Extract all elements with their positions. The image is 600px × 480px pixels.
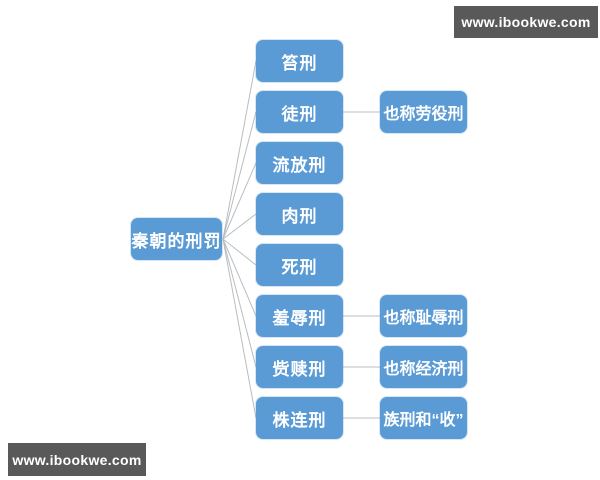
connector-root-branch-0 (222, 60, 257, 240)
connector-root-branch-3 (222, 213, 257, 240)
connector-root-branch-6 (222, 238, 257, 368)
branch-node-chi-xing: 笞刑 (256, 40, 343, 82)
watermark-top: www.ibookwe.com (454, 6, 598, 38)
connector-root-branch-7 (222, 238, 257, 419)
note-node-chiru-xing: 也称耻辱刑 (380, 295, 467, 337)
branch-node-zhulian-xing: 株连刑 (256, 397, 343, 439)
watermark-bottom: www.ibookwe.com (8, 443, 146, 476)
note-node-zuxing-shou: 族刑和“收” (380, 397, 467, 439)
branch-node-si-xing: 死刑 (256, 244, 343, 286)
branch-node-rou-xing: 肉刑 (256, 193, 343, 235)
note-node-laoyi-xing: 也称劳役刑 (380, 91, 467, 133)
note-node-jingji-xing: 也称经济刑 (380, 346, 467, 388)
branch-node-xiuru-xing: 羞辱刑 (256, 295, 343, 337)
connector-root-branch-2 (222, 162, 257, 240)
connector-root-branch-4 (222, 238, 257, 266)
branch-node-liufang-xing: 流放刑 (256, 142, 343, 184)
connector-root-branch-1 (222, 111, 257, 240)
branch-node-zishu-xing: 赀赎刑 (256, 346, 343, 388)
connector-root-branch-5 (222, 238, 257, 317)
root-node: 秦朝的刑罚 (131, 218, 222, 260)
branch-node-tu-xing: 徒刑 (256, 91, 343, 133)
